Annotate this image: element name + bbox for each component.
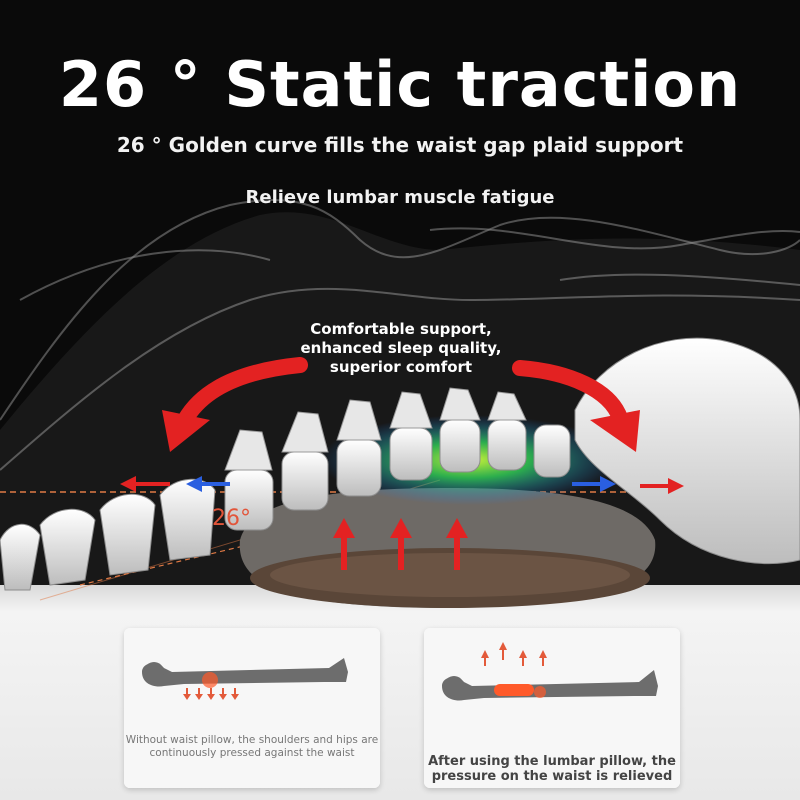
benefit-callout: Comfortable support, enhanced sleep qual… [300,320,502,376]
comparison-card-with: After using the lumbar pillow, the press… [424,628,680,788]
comparison-section [0,612,800,800]
spine-illustration [0,198,800,612]
curved-arrow-left [162,357,308,452]
spinous-processes [224,387,527,471]
hero-section: 26 ° Static traction 26 ° Golden curve f… [0,0,800,612]
body-silhouette [0,198,800,471]
support-arrows [333,518,468,570]
caption-with-pillow: After using the lumbar pillow, the press… [428,754,676,784]
stretch-arrows [120,476,684,494]
page-title: 26 ° Static traction [58,48,742,121]
page-subtitle: 26 ° Golden curve fills the waist gap pl… [116,133,684,157]
curved-arrow-right [512,360,640,452]
tagline: Relieve lumbar muscle fatigue [245,187,555,208]
angle-label: 26° [212,506,251,531]
vertebrae [0,337,800,591]
body-lying-with-pillow-icon [424,628,680,788]
body-lying-icon [124,628,380,788]
comparison-card-without: Without waist pillow, the shoulders and … [124,628,380,788]
caption-without-pillow: Without waist pillow, the shoulders and … [125,734,379,759]
lumbar-pillow [239,488,656,608]
